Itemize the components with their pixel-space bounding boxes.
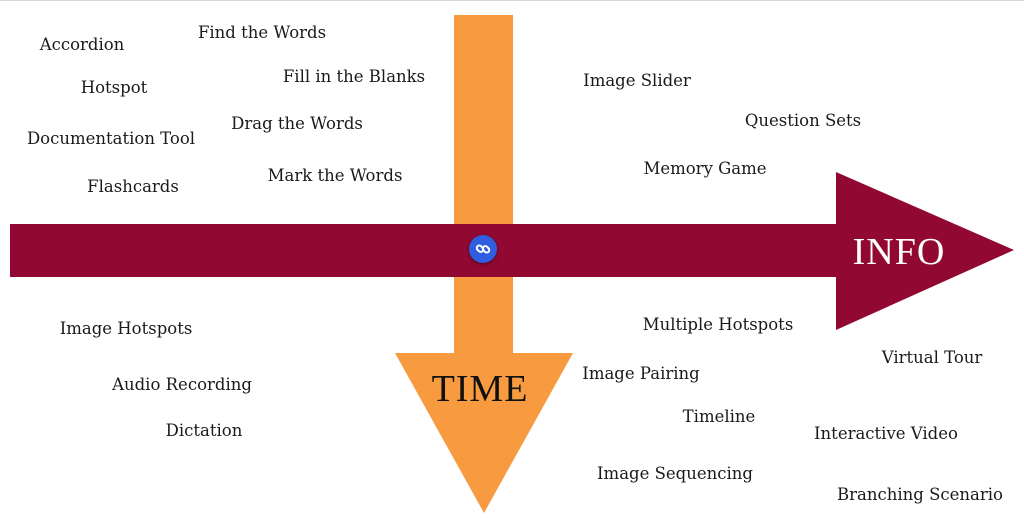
content-type-image-pairing: Image Pairing	[582, 363, 700, 383]
content-type-documentation-tool: Documentation Tool	[26, 128, 196, 148]
content-type-mark-the-words: Mark the Words	[267, 165, 403, 185]
content-type-interactive-video: Interactive Video	[814, 423, 958, 443]
content-type-multiple-hotspots: Multiple Hotspots	[642, 314, 794, 334]
content-type-question-sets: Question Sets	[744, 110, 862, 130]
link-icon	[475, 244, 491, 254]
content-type-fill-in-the-blanks: Fill in the Blanks	[282, 66, 426, 86]
content-type-timeline: Timeline	[682, 406, 756, 426]
info-axis-label: INFO	[852, 231, 946, 273]
content-type-drag-the-words: Drag the Words	[231, 113, 363, 133]
content-type-image-hotspots: Image Hotspots	[59, 318, 193, 338]
content-type-accordion: Accordion	[39, 34, 125, 54]
content-type-memory-game: Memory Game	[643, 158, 767, 178]
content-type-branching-scenario: Branching Scenario	[837, 484, 1003, 504]
content-type-dictation: Dictation	[165, 420, 243, 440]
content-type-image-sequencing: Image Sequencing	[597, 463, 753, 483]
content-type-hotspot: Hotspot	[80, 77, 148, 97]
link-button[interactable]	[469, 235, 497, 263]
info-arrow	[10, 172, 1014, 330]
content-type-find-the-words: Find the Words	[197, 22, 327, 42]
content-type-virtual-tour: Virtual Tour	[881, 347, 983, 367]
time-axis-label: TIME	[431, 368, 529, 410]
content-type-flashcards: Flashcards	[87, 176, 179, 196]
content-type-image-slider: Image Slider	[583, 70, 691, 90]
content-type-audio-recording: Audio Recording	[112, 374, 252, 394]
